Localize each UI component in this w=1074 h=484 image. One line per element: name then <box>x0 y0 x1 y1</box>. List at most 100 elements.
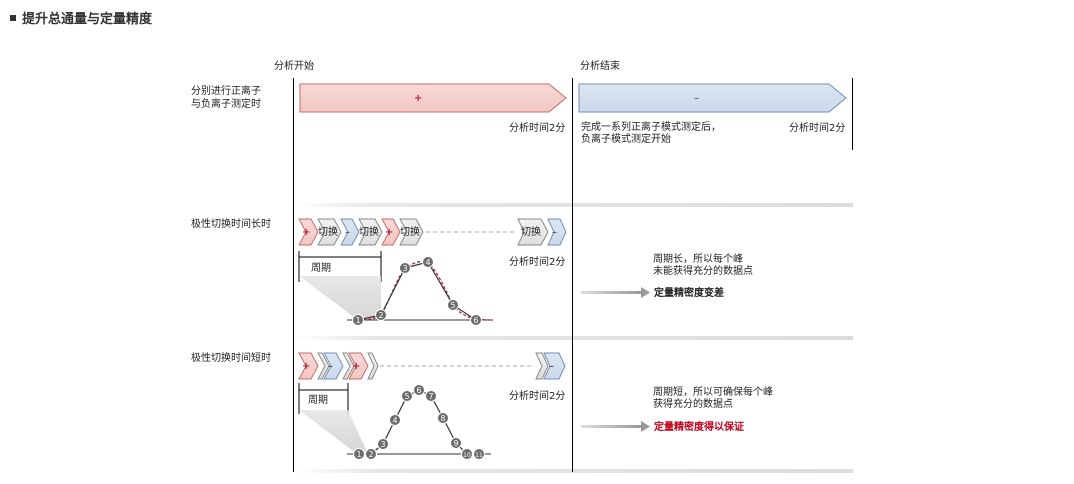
svg-text:7: 7 <box>428 392 433 401</box>
pos-symbol: + <box>385 227 394 238</box>
switch-label: 切换 <box>400 227 420 238</box>
row3-note-line1: 周期短，所以可确保每个峰 <box>653 387 773 398</box>
svg-text:5: 5 <box>404 392 409 401</box>
row3-note-line2: 获得充分的数据点 <box>653 399 733 410</box>
switch-chevron <box>317 218 342 246</box>
row2-note-line2: 未能获得充分的数据点 <box>653 266 753 277</box>
switch-label: 切换 <box>521 227 541 238</box>
row3-result-arrow <box>581 421 650 432</box>
svg-text:2: 2 <box>378 311 383 320</box>
row1-note-line2: 负离子模式测定开始 <box>581 134 671 145</box>
row3-peak <box>347 389 491 455</box>
data-point-marker: 2 <box>375 309 387 321</box>
data-point-marker: 5 <box>447 299 459 311</box>
pos-symbol: + <box>302 361 311 372</box>
svg-text:4: 4 <box>425 258 430 267</box>
switch-chevron <box>317 352 330 380</box>
svg-text:1: 1 <box>355 316 360 325</box>
row2-result-arrow <box>581 287 650 298</box>
data-point-marker: 6 <box>413 384 425 396</box>
svg-text:5: 5 <box>450 301 455 310</box>
data-point-marker: 4 <box>389 414 401 426</box>
switch-chevron <box>358 218 383 246</box>
row3-label: 极性切换时间短时 <box>191 353 271 364</box>
data-point-marker: 3 <box>399 262 411 274</box>
analysis-end-label: 分析结束 <box>580 61 620 72</box>
neg-chevron <box>340 218 360 246</box>
negative-mode-arrow <box>578 83 847 113</box>
pos-chevron <box>348 352 369 380</box>
svg-text:10: 10 <box>463 452 471 459</box>
neg-chevron <box>323 352 344 380</box>
row2-chevron-strip <box>298 218 567 246</box>
data-point-marker: 10 <box>461 448 473 460</box>
svg-text:6: 6 <box>416 386 421 395</box>
row1-note-line1: 完成一系列正离子模式测定后， <box>581 122 721 133</box>
data-point-marker: 1 <box>353 448 365 460</box>
svg-text:3: 3 <box>402 264 407 273</box>
row3-time: 分析时间2分 <box>509 391 566 402</box>
row3-chevron-strip <box>298 352 566 380</box>
page-title: 提升总通量与定量精度 <box>10 8 152 27</box>
data-point-marker: 3 <box>377 438 389 450</box>
svg-text:6: 6 <box>473 316 478 325</box>
neg-symbol: – <box>345 227 350 238</box>
data-point-marker: 8 <box>437 412 449 424</box>
svg-text:2: 2 <box>368 450 373 459</box>
data-point-marker: 7 <box>425 390 437 402</box>
svg-text:3: 3 <box>380 440 385 449</box>
bullet-square-icon <box>10 15 16 21</box>
row2-result: 定量精密度变差 <box>654 288 724 299</box>
svg-text:1: 1 <box>356 450 361 459</box>
row1-label-line2: 与负离子测定时 <box>191 99 261 110</box>
neg-chevron <box>547 218 567 246</box>
svg-text:4: 4 <box>392 416 397 425</box>
period-projection <box>299 410 368 454</box>
svg-text:8: 8 <box>440 414 445 423</box>
row2-data-points: 1 2 3 4 5 6 <box>352 256 482 326</box>
row2-period-label: 周期 <box>311 263 331 274</box>
switch-chevron <box>342 352 355 380</box>
row1-time-right: 分析时间2分 <box>789 123 846 134</box>
row2-label: 极性切换时间长时 <box>191 219 271 230</box>
data-point-marker: 2 <box>365 448 377 460</box>
pos-chevron <box>298 352 319 380</box>
neg-symbol: – <box>549 361 554 372</box>
row1-time-left: 分析时间2分 <box>509 123 566 134</box>
switch-chevron <box>399 218 424 246</box>
pos-chevron <box>381 218 401 246</box>
switch-label: 切换 <box>359 227 379 238</box>
data-point-marker: 5 <box>401 390 413 402</box>
row3-period-label: 周期 <box>308 395 328 406</box>
svg-text:11: 11 <box>475 452 483 459</box>
positive-symbol: + <box>414 93 423 104</box>
pos-chevron <box>298 218 319 246</box>
switch-chevron <box>535 352 549 380</box>
data-point-marker: 6 <box>470 314 482 326</box>
row1-label-line1: 分别进行正离子 <box>191 86 261 97</box>
pos-symbol: + <box>302 227 311 238</box>
period-bracket <box>298 383 349 414</box>
pos-symbol: + <box>352 361 361 372</box>
neg-symbol: – <box>328 361 333 372</box>
switch-chevron <box>367 352 379 380</box>
switch-label: 切换 <box>318 227 338 238</box>
row2-time: 分析时间2分 <box>509 257 566 268</box>
period-projection <box>299 276 381 320</box>
svg-text:9: 9 <box>453 439 458 448</box>
data-point-marker: 1 <box>352 314 364 326</box>
data-point-marker: 11 <box>473 448 485 460</box>
positive-mode-arrow <box>299 83 567 113</box>
neg-chevron <box>543 352 566 380</box>
page-title-text: 提升总通量与定量精度 <box>22 12 153 27</box>
row2-note-line1: 周期长，所以每个峰 <box>653 254 743 265</box>
row3-result: 定量精密度得以保证 <box>654 422 744 433</box>
analysis-start-label: 分析开始 <box>274 61 314 72</box>
data-point-marker: 9 <box>450 437 462 449</box>
neg-symbol: – <box>552 227 557 238</box>
data-point-marker: 4 <box>422 256 434 268</box>
negative-symbol: – <box>694 93 699 104</box>
switch-chevron <box>517 218 549 246</box>
